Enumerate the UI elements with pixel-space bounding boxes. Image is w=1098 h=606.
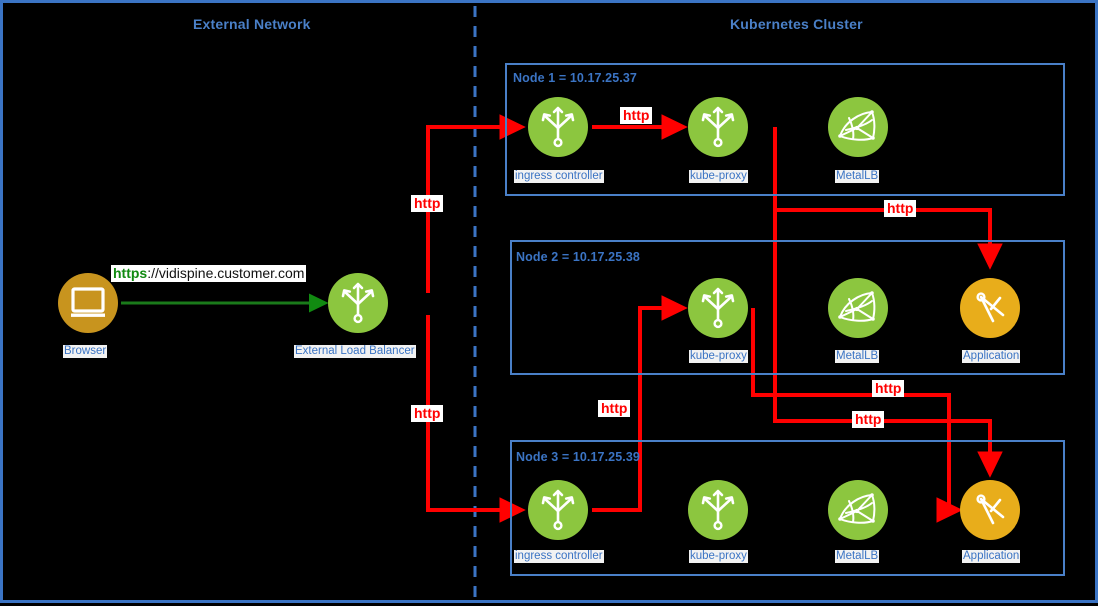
load-balancer-icon [701,287,735,329]
compass-icon [976,494,1005,525]
flow-lb-to-ingress-node1 [426,114,526,293]
mesh-net-icon [838,110,876,141]
load-balancer-icon [541,489,575,531]
http-label-lb-to-node1: http [411,195,444,212]
http-label-ingress1-to-kubeproxy1: http [620,107,653,124]
application-node2[interactable] [960,278,1020,338]
node-label-node3: Node 3 = 10.17.25.39 [516,450,640,464]
flow-kubeproxy2-to-app-node3 [751,308,963,523]
metallb-node1-caption: MetalLB [835,170,880,183]
ingress-controller-node3-caption: ingress controller [514,550,604,563]
monitor-icon [71,287,105,317]
node-label-node2: Node 2 = 10.17.25.38 [516,250,640,264]
ingress-controller-node1[interactable] [528,97,588,157]
load-balancer-icon [541,106,575,148]
request-host: ://vidispine.customer.com [147,265,305,281]
application-node2-caption: Application [962,350,1021,363]
kube-proxy-node2-caption: kube-proxy [689,350,748,363]
application-node3[interactable] [960,480,1020,540]
application-node3-caption: Application [962,550,1021,563]
http-label-kubeproxy1-to-app3: http [872,380,905,397]
kube-proxy-node1[interactable] [688,97,748,157]
request-scheme: https [113,265,148,281]
ingress-controller-node1-caption: ingress controller [514,170,604,183]
node-box-node2 [510,240,1065,375]
request-url-label: https://vidispine.customer.com [111,265,307,282]
metallb-node3-caption: MetalLB [835,550,880,563]
kube-proxy-node2[interactable] [688,278,748,338]
external-load-balancer-caption: External Load Balancer [294,345,416,358]
http-label-kubeproxy1-to-app2: http [884,200,917,217]
mesh-net-icon [838,493,876,524]
load-balancer-icon [701,489,735,531]
mesh-net-icon [838,291,876,322]
browser-node[interactable] [58,273,118,333]
zone-title-kubernetes-cluster: Kubernetes Cluster [730,16,863,32]
browser-caption: Browser [63,345,108,358]
external-load-balancer-node[interactable] [328,273,388,333]
flow-lb-to-ingress-node3 [426,315,526,523]
kube-proxy-node3[interactable] [688,480,748,540]
load-balancer-icon [701,106,735,148]
http-label-kubeproxy2-to-app3: http [852,411,885,428]
node-label-node1: Node 1 = 10.17.25.37 [513,71,637,85]
http-label-ingress3-to-kubeproxy2: http [598,400,631,417]
metallb-node1[interactable] [828,97,888,157]
metallb-node3[interactable] [828,480,888,540]
node-box-node3 [510,440,1065,576]
compass-icon [976,292,1005,323]
node-box-node1 [505,63,1065,196]
kube-proxy-node1-caption: kube-proxy [689,170,748,183]
metallb-node2[interactable] [828,278,888,338]
ingress-controller-node3[interactable] [528,480,588,540]
zone-title-external-network: External Network [193,16,311,32]
http-label-lb-to-node3: http [411,405,444,422]
flow-ingress3-to-kubeproxy2 [592,295,688,512]
metallb-node2-caption: MetalLB [835,350,880,363]
kube-proxy-node3-caption: kube-proxy [689,550,748,563]
load-balancer-icon [341,282,375,324]
